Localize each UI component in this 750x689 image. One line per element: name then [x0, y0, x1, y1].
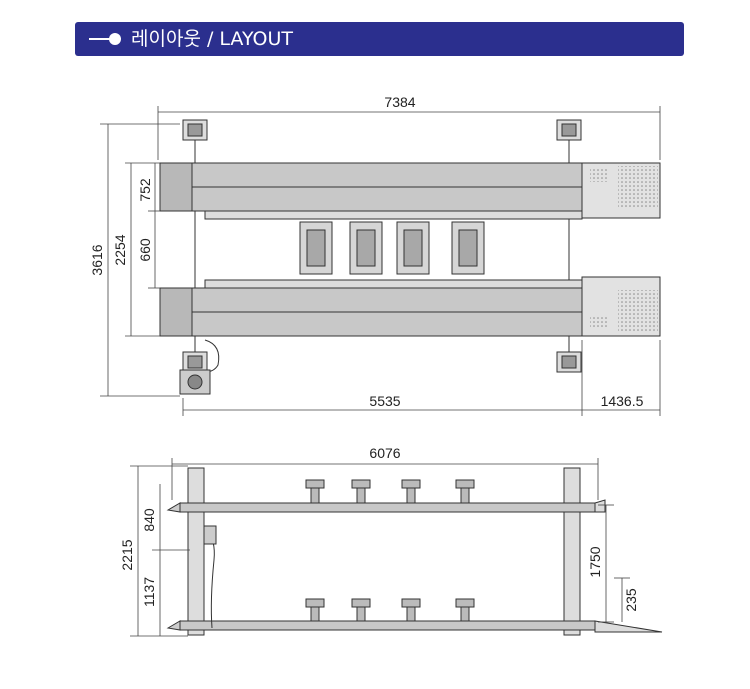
side-jacks-upper [305, 479, 475, 504]
dim-post-spacing: 5535 [369, 393, 400, 409]
header-dot-icon [109, 33, 121, 45]
dim-overall-length: 6076 [369, 445, 400, 461]
jack-2 [349, 221, 383, 275]
runway-upper [159, 162, 661, 220]
jack-4 [451, 221, 485, 275]
dim-runway-spacing: 2254 [112, 234, 128, 265]
section-title: 레이아웃 / LAYOUT [131, 28, 293, 50]
dim-runway-width: 752 [137, 178, 153, 202]
header-line-icon [89, 38, 113, 40]
dim-ramp-length: 1436.5 [601, 393, 644, 409]
dim-upper-deck: 840 [141, 508, 157, 532]
side-post-left [187, 467, 205, 636]
side-post-right [563, 467, 581, 636]
section-header: 레이아웃 / LAYOUT [75, 22, 684, 56]
dim-lower-deck: 1137 [141, 577, 157, 607]
side-deck-upper [166, 499, 606, 513]
side-view [130, 458, 663, 637]
plan-view [100, 106, 661, 416]
side-jacks-lower [305, 598, 475, 622]
dim-total-length: 7384 [384, 94, 415, 110]
jack-1 [299, 221, 333, 275]
dim-lift-height: 1750 [587, 546, 603, 577]
plan-dimensions [100, 106, 661, 416]
dim-total-width: 3616 [89, 244, 105, 275]
runway-lower [159, 276, 661, 337]
side-dimensions [130, 458, 630, 637]
side-deck-lower [166, 620, 663, 633]
jack-3 [396, 221, 430, 275]
dim-ramp-height: 235 [623, 588, 639, 612]
dim-inner-gap: 660 [137, 238, 153, 262]
dim-total-height: 2215 [119, 539, 135, 570]
power-unit [179, 339, 220, 395]
